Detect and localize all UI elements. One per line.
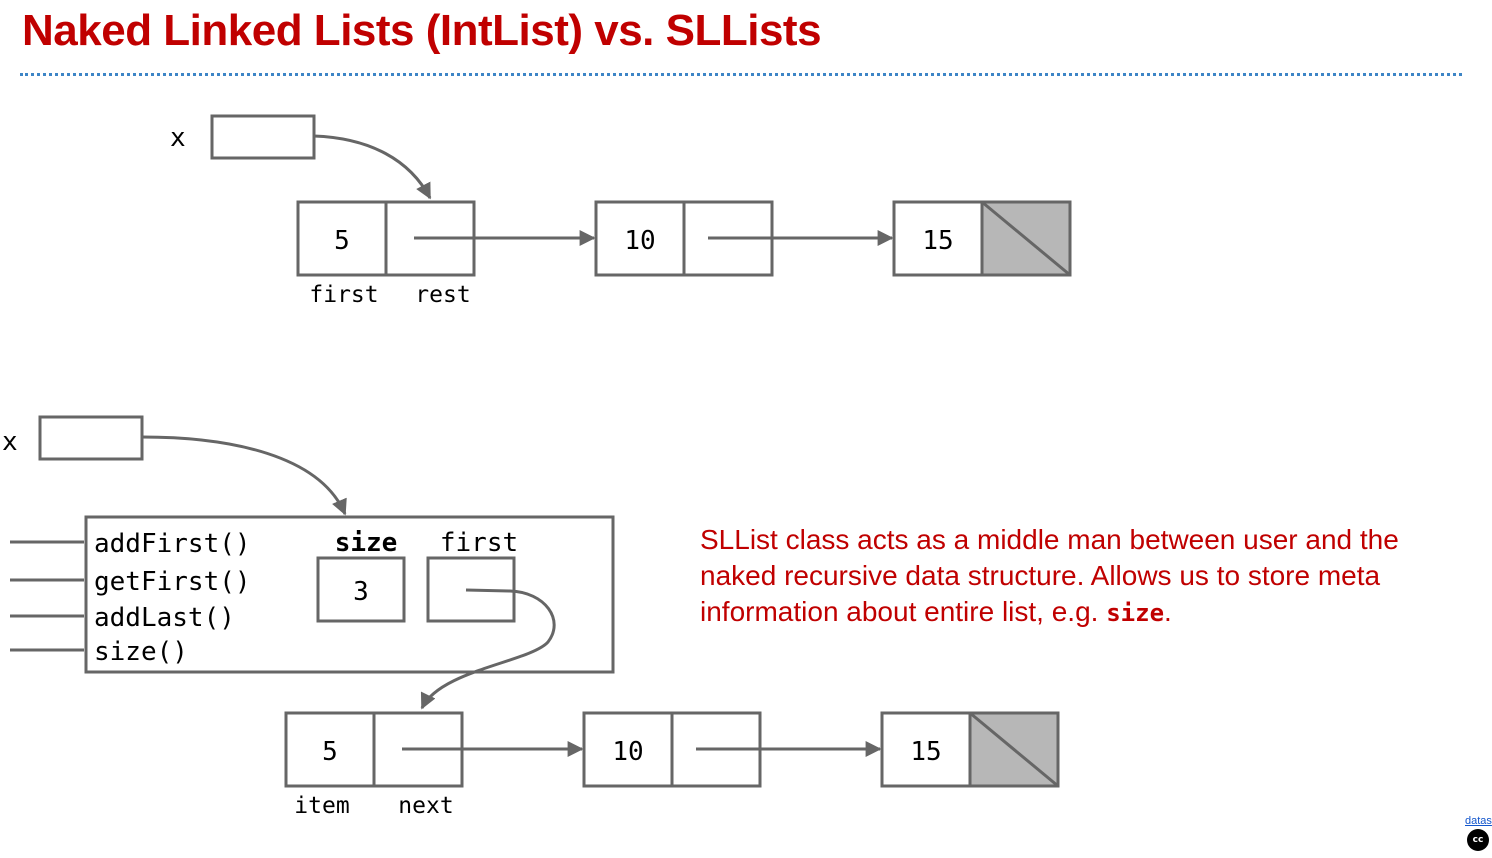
top-first-field-label: first [309, 282, 378, 308]
note-line-3-text: information about entire list, e.g. [700, 596, 1107, 627]
first-field-label: first [440, 528, 518, 558]
note-line-3: information about entire list, e.g. size… [700, 594, 1480, 631]
bottom-node-2-item-cell [582, 711, 674, 788]
note-line-1: SLList class acts as a middle man betwee… [700, 524, 1399, 555]
method-size: size() [94, 637, 188, 667]
bottom-x-pointer-arrow [141, 435, 347, 516]
top-node-1-first-cell [296, 200, 388, 277]
bottom-next-field-label: next [398, 793, 453, 819]
top-node-3-value: 15 [922, 226, 953, 256]
note-size-code: size [1106, 599, 1165, 627]
top-x-pointer-arrow [313, 134, 432, 200]
method-addlast: addLast() [94, 603, 235, 633]
size-field-box [316, 556, 406, 623]
top-node-2-value: 10 [624, 226, 655, 256]
bottom-node-3-value: 15 [910, 737, 941, 767]
size-field-label: size [335, 528, 398, 558]
bottom-item-field-label: item [294, 793, 349, 819]
top-node-1-value: 5 [334, 226, 350, 256]
top-x-box [210, 114, 316, 160]
explanation-note: SLList class acts as a middle man betwee… [700, 522, 1480, 631]
bottom-x-box [38, 415, 144, 461]
size-field-value: 3 [353, 577, 369, 607]
top-rest-field-label: rest [415, 282, 470, 308]
note-line-3-end: . [1164, 596, 1172, 627]
note-line-2: naked recursive data structure. Allows u… [700, 560, 1381, 591]
bottom-node-3-null-slash [969, 711, 1059, 788]
method-getfirst: getFirst() [94, 567, 251, 597]
license-link[interactable]: datas [1465, 815, 1492, 827]
top-x-label: x [170, 123, 186, 153]
bottom-x-label: x [2, 427, 18, 457]
page-title: Naked Linked Lists (IntList) vs. SLLists [22, 6, 822, 55]
method-addfirst: addFirst() [94, 529, 251, 559]
license-badge: datas cc [1465, 815, 1492, 858]
top-node-3-null-slash [981, 200, 1071, 277]
bottom-node-1-item-cell [284, 711, 376, 788]
first-pointer-arrow [420, 588, 556, 710]
bottom-node-1-value: 5 [322, 737, 338, 767]
title-divider [20, 73, 1462, 76]
cc-icon: cc [1467, 829, 1489, 851]
bottom-node-2-value: 10 [612, 737, 643, 767]
